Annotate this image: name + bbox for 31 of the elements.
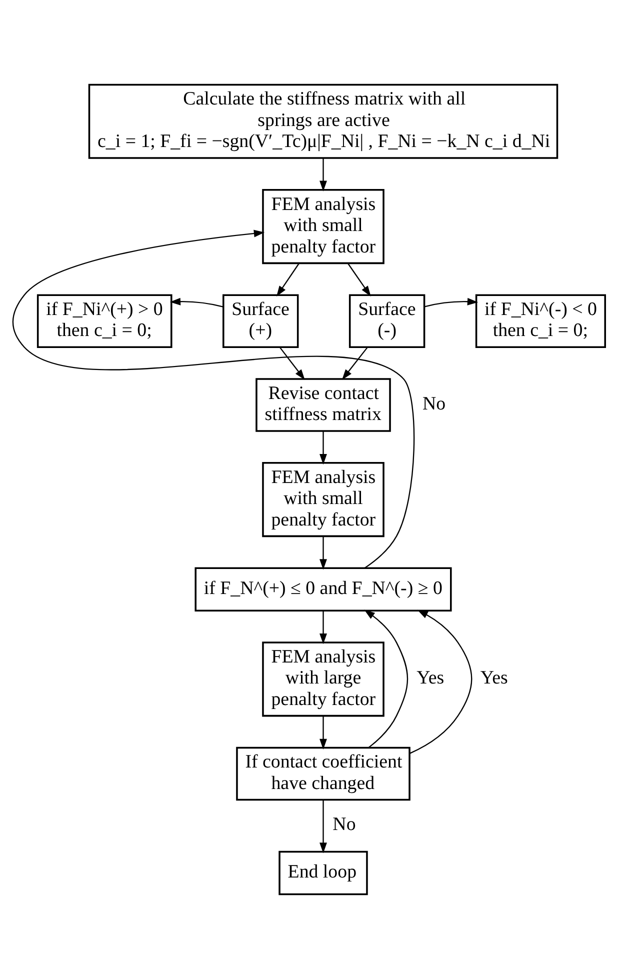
arrow [348, 263, 371, 297]
node-box: If contact coefficient have changed [236, 746, 410, 801]
edge-label: No [422, 393, 446, 414]
arrow [320, 716, 327, 750]
node-box: if F_N^(+) ≤ 0 and F_N^(-) ≥ 0 [194, 567, 452, 612]
arrow [320, 158, 327, 192]
arrow [424, 298, 478, 308]
node-box: if F_Ni^(-) < 0 then c_i = 0; [475, 294, 606, 348]
arrow [279, 346, 305, 380]
arrow [320, 536, 327, 570]
node-box: FEM analysis with small penalty factor [262, 462, 384, 538]
node-box: FEM analysis with large penalty factor [262, 642, 384, 717]
edge-label: Yes [480, 668, 508, 689]
arrow [320, 431, 327, 465]
node-box: Surface (-) [348, 294, 426, 348]
node-box: End loop [278, 850, 368, 896]
arrow [410, 610, 472, 754]
node-box: FEM analysis with small penalty factor [262, 189, 384, 264]
arrow [342, 346, 368, 380]
node-box: Calculate the stiffness matrix with all springs are active c_i = 1; F_fi = −sgn(V′_Tc)μ|F_Ni| , F_Ni = −k_N c_i d_Ni [88, 84, 558, 159]
arrow [170, 298, 224, 308]
arrow [276, 263, 300, 297]
node-box: Revise contact stiffness matrix [256, 378, 391, 432]
arrow [12, 230, 415, 568]
node-box: if F_Ni^(+) > 0 then c_i = 0; [36, 294, 172, 348]
arrow [364, 610, 408, 748]
edge-label: Yes [416, 668, 444, 689]
node-box: Surface (+) [222, 294, 299, 348]
arrow [320, 800, 327, 854]
edge-label: No [332, 814, 356, 836]
arrow [320, 610, 327, 644]
